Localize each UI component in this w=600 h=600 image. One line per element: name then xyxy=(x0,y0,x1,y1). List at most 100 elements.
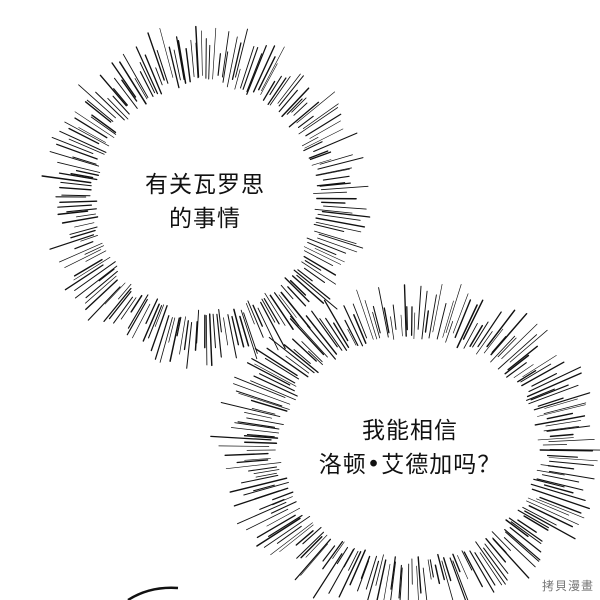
burst-line xyxy=(259,373,295,392)
burst-line xyxy=(432,283,443,333)
burst-line xyxy=(344,319,359,347)
burst-line xyxy=(268,336,315,374)
burst-line xyxy=(452,553,461,573)
burst-line xyxy=(548,439,595,442)
burst-line xyxy=(135,46,159,95)
burst-line xyxy=(390,561,396,600)
burst-line xyxy=(175,36,185,81)
burst-line xyxy=(49,151,100,167)
burst-line xyxy=(127,294,149,329)
burst-line xyxy=(399,567,403,600)
burst-line xyxy=(218,445,270,447)
burst-line xyxy=(318,233,364,249)
burst-line xyxy=(190,39,195,78)
burst-line xyxy=(437,553,445,581)
burst-line xyxy=(60,181,92,187)
burst-line xyxy=(413,312,416,340)
burst-line xyxy=(537,404,586,417)
burst-line xyxy=(87,286,121,321)
burst-line xyxy=(74,117,108,139)
burst-line xyxy=(474,552,496,586)
burst-line xyxy=(168,46,180,89)
burst-line xyxy=(294,538,332,581)
watermark: 拷貝漫畫 xyxy=(541,579,594,593)
burst-line xyxy=(99,74,127,107)
burst-line xyxy=(376,559,387,600)
burst-line xyxy=(246,362,291,386)
burst-line xyxy=(208,313,213,367)
burst-line xyxy=(210,435,272,441)
burst-line xyxy=(248,466,278,472)
burst-line xyxy=(536,478,584,491)
burst-line xyxy=(531,373,558,387)
burst-line xyxy=(59,186,92,191)
burst-line xyxy=(422,567,428,600)
burst-line xyxy=(319,318,343,351)
burst-line xyxy=(407,563,410,600)
burst-line xyxy=(528,505,574,528)
burst-line xyxy=(155,67,163,86)
burst-line xyxy=(328,548,354,594)
burst-line xyxy=(168,317,176,343)
burst-line xyxy=(303,267,326,283)
burst-line xyxy=(261,46,285,92)
burst-line xyxy=(70,229,96,239)
burst-line xyxy=(313,191,348,194)
burst-line xyxy=(541,474,580,483)
burst-line xyxy=(58,172,98,181)
burst-line xyxy=(390,316,395,340)
burst-line xyxy=(291,97,307,113)
burst-line xyxy=(533,478,565,488)
burst-line xyxy=(76,213,96,218)
burst-line xyxy=(244,458,271,461)
burst-line xyxy=(378,287,389,338)
burst-line xyxy=(59,200,98,203)
burst-line xyxy=(315,167,352,176)
burst-line xyxy=(312,553,343,599)
burst-line xyxy=(534,415,586,426)
burst-line xyxy=(526,500,579,525)
burst-line xyxy=(456,304,478,349)
burst-line xyxy=(536,498,585,519)
burst-line xyxy=(154,304,165,327)
burst-line xyxy=(218,308,222,333)
burst-line xyxy=(276,525,302,544)
burst-line xyxy=(303,250,334,267)
speech-line: 有关瓦罗思 xyxy=(145,172,265,198)
burst-line xyxy=(479,552,503,586)
burst-line xyxy=(469,550,495,593)
burst-line xyxy=(301,261,337,285)
burst-line xyxy=(68,127,100,145)
burst-line xyxy=(463,551,483,588)
burst-line xyxy=(315,221,362,233)
burst-line xyxy=(477,311,502,348)
burst-line xyxy=(260,301,286,350)
burst-line xyxy=(336,546,349,565)
burst-line xyxy=(270,501,297,514)
burst-line xyxy=(314,230,357,245)
burst-line xyxy=(49,234,95,250)
burst-line xyxy=(293,349,311,364)
burst-line xyxy=(57,210,89,216)
burst-line xyxy=(61,194,91,197)
burst-line xyxy=(246,433,275,438)
burst-line xyxy=(527,497,570,516)
burst-line xyxy=(176,316,182,337)
burst-line xyxy=(348,550,359,571)
burst-line xyxy=(289,279,307,296)
burst-line xyxy=(317,213,361,221)
burst-line xyxy=(233,308,245,348)
burst-line xyxy=(74,261,116,291)
burst-line xyxy=(521,361,565,387)
burst-line xyxy=(56,143,98,160)
burst-line xyxy=(501,323,538,359)
burst-line xyxy=(84,245,104,255)
burst-line xyxy=(537,437,574,441)
burst-line xyxy=(289,318,325,356)
burst-line xyxy=(57,161,101,173)
burst-line xyxy=(237,501,287,525)
burst-line xyxy=(59,242,103,263)
burst-line xyxy=(311,310,338,348)
burst-line xyxy=(225,462,282,470)
burst-line xyxy=(150,305,168,352)
